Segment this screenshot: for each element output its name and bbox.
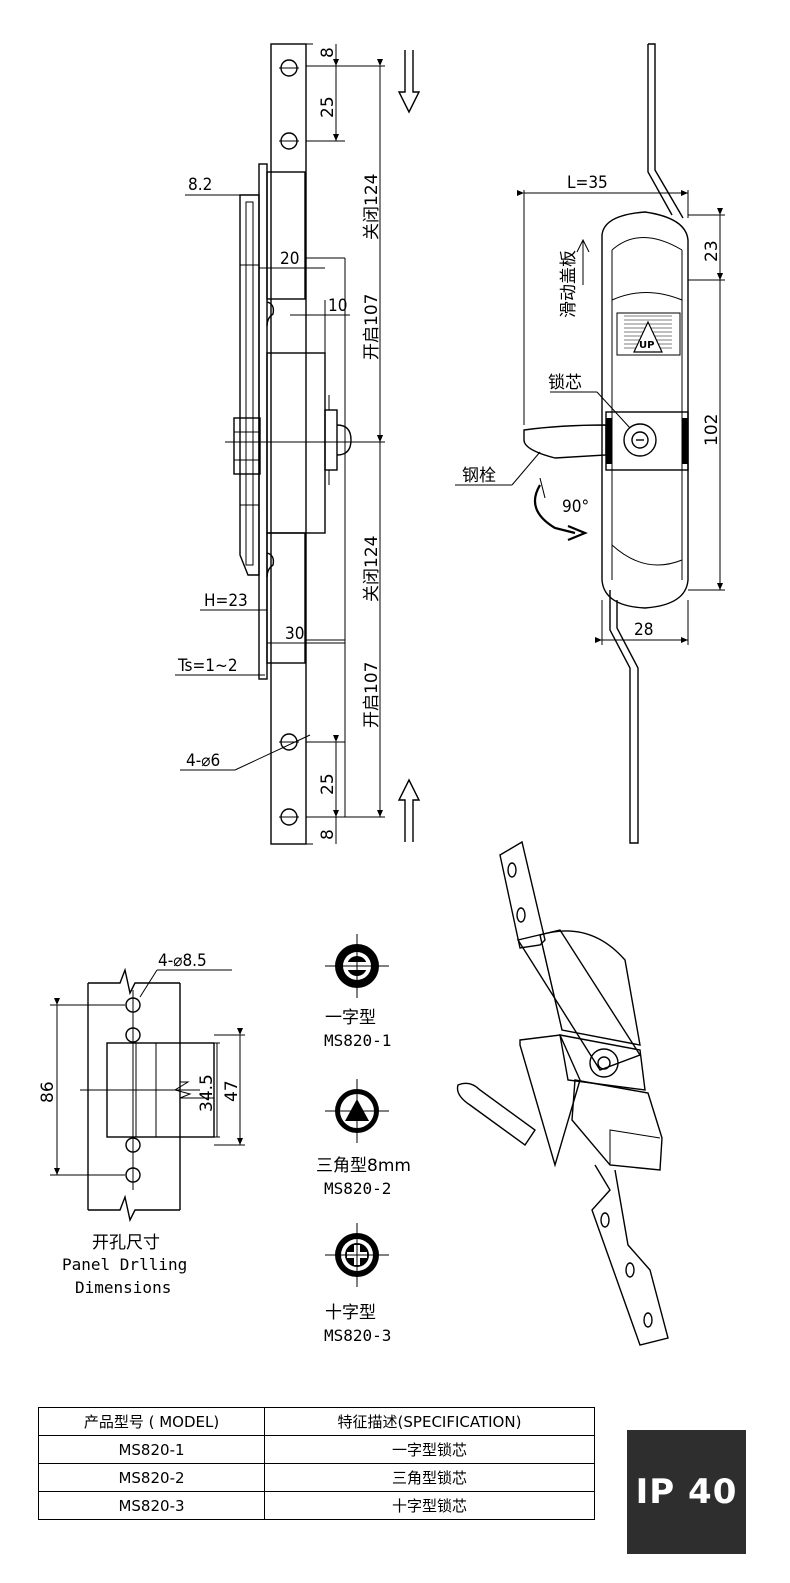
header-specification: 特征描述(SPECIFICATION) (264, 1407, 595, 1436)
triangle-core-icon (325, 1079, 389, 1143)
dim-102: 102 (702, 414, 722, 446)
dim-20: 20 (280, 249, 299, 269)
front-view: 8 25 8.2 20 10 关闭124 开启107 关闭124 开启107 H… (175, 43, 421, 845)
core-name-3: 十字型 (325, 1303, 376, 1323)
dim-34-5: 34.5 (197, 1074, 217, 1112)
row-spec: 一字型锁芯 (264, 1435, 595, 1464)
spec-table: 产品型号 ( MODEL) 特征描述(SPECIFICATION) MS820-… (38, 1407, 595, 1520)
row-model: MS820-3 (38, 1491, 265, 1520)
dim-h-23: H=23 (204, 591, 248, 611)
drilling-title-en-1: Panel Drlling (62, 1255, 187, 1274)
rotation-label: 90° (562, 497, 589, 517)
drill-holes: 4-⌀8.5 (158, 951, 207, 971)
slide-cover-label: 滑动盖板 (559, 250, 579, 318)
dim-8-top: 8 (318, 47, 338, 58)
core-code-2: MS820-2 (324, 1179, 391, 1198)
closed-124-bottom: 关闭124 (362, 536, 382, 602)
dim-25-bottom: 25 (318, 773, 338, 795)
ip-rating-badge: IP 40 (627, 1430, 746, 1554)
row-spec: 三角型锁芯 (264, 1463, 595, 1492)
closed-124-top: 关闭124 (362, 174, 382, 240)
open-107-bottom: 开启107 (362, 662, 382, 728)
table-row: MS820-2 三角型锁芯 (38, 1463, 595, 1492)
dim-l-35: L=35 (567, 173, 608, 193)
steel-bolt-label: 钢栓 (462, 466, 496, 486)
row-spec: 十字型锁芯 (264, 1491, 595, 1520)
core-type-slot: 一字型 MS820-1 (324, 934, 391, 1050)
panel-drilling-diagram: 4-⌀8.5 86 34.5 47 开孔尺寸 Panel Drlling Dim… (38, 951, 245, 1297)
dim-30: 30 (285, 624, 304, 644)
core-type-triangle: 三角型8mm MS820-2 (316, 1079, 411, 1198)
row-model: MS820-1 (38, 1435, 265, 1464)
up-label: UP (639, 340, 654, 351)
table-row: MS820-3 十字型锁芯 (38, 1491, 595, 1520)
dim-23: 23 (702, 240, 722, 262)
dim-8-2: 8.2 (188, 175, 212, 195)
holes-4-6: 4-⌀6 (186, 751, 220, 771)
side-view: UP L=35 23 滑动盖板 锁芯 (455, 43, 725, 844)
open-107-top: 开启107 (362, 294, 382, 360)
core-code-1: MS820-1 (324, 1031, 391, 1050)
row-model: MS820-2 (38, 1463, 265, 1492)
core-type-cross: 十字型 MS820-3 (324, 1223, 391, 1345)
lock-core-label: 锁芯 (548, 373, 582, 393)
cross-core-icon (325, 1223, 389, 1287)
isometric-view (456, 840, 669, 1346)
spec-table-header: 产品型号 ( MODEL) 特征描述(SPECIFICATION) (38, 1407, 595, 1436)
dim-47: 47 (222, 1080, 242, 1102)
dim-8-bottom: 8 (318, 829, 338, 840)
technical-drawing: 8 25 8.2 20 10 关闭124 开启107 关闭124 开启107 H… (38, 43, 725, 1346)
dim-10: 10 (328, 296, 347, 316)
drilling-title-cn: 开孔尺寸 (92, 1233, 160, 1253)
header-model: 产品型号 ( MODEL) (38, 1407, 265, 1436)
dim-ts: Ts=1~2 (177, 656, 238, 676)
dim-28: 28 (634, 620, 653, 640)
core-name-1: 一字型 (325, 1008, 376, 1028)
table-row: MS820-1 一字型锁芯 (38, 1435, 595, 1464)
dim-25-top: 25 (318, 96, 338, 118)
drilling-title-en-2: Dimensions (75, 1278, 171, 1297)
dim-86: 86 (38, 1081, 58, 1103)
slot-core-icon (325, 934, 389, 998)
core-code-3: MS820-3 (324, 1326, 391, 1345)
core-name-2: 三角型8mm (316, 1156, 411, 1176)
